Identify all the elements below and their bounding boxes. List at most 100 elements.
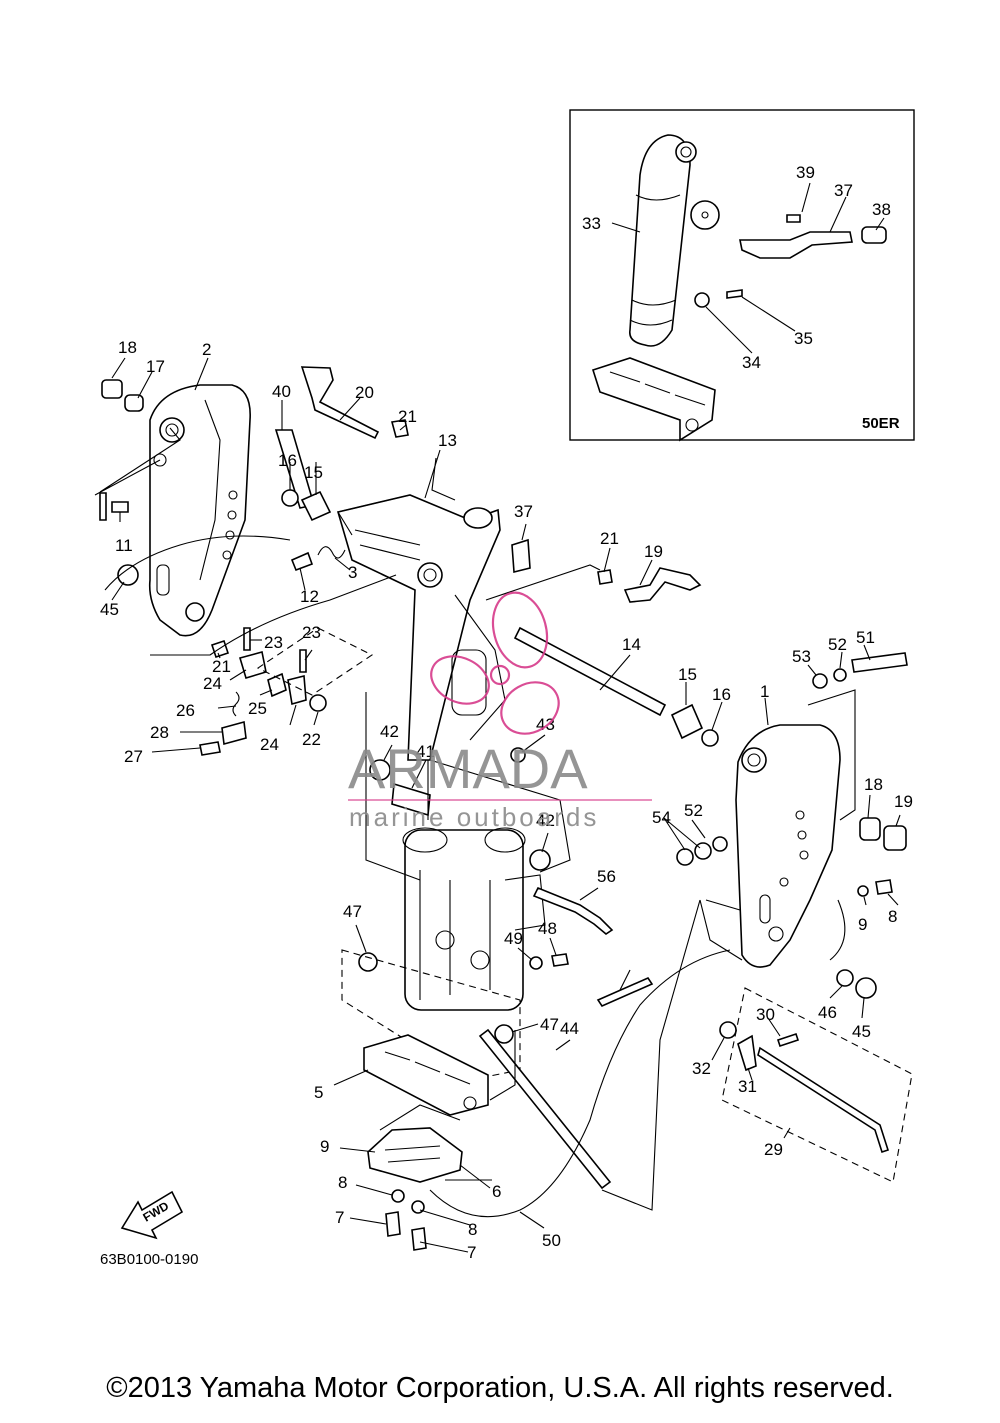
callout: 23 [302, 623, 321, 642]
inset-clamp-block [591, 357, 716, 442]
propeller-logo [430, 591, 560, 735]
inset-50er: 50ER [569, 109, 915, 442]
group-outline-left [256, 627, 374, 696]
callout: 18 [118, 338, 137, 357]
callout: 50 [542, 1231, 561, 1250]
callout: 49 [504, 929, 523, 948]
fitting-21-top [390, 419, 409, 438]
callout-numbers: 18 17 2 11 45 40 20 21 13 16 15 37 12 3 … [100, 163, 913, 1262]
lever-19 [623, 567, 702, 603]
callout: 14 [622, 635, 641, 654]
fitting-13 [290, 551, 314, 572]
nut-45-right [855, 977, 877, 999]
callout: 45 [100, 600, 119, 619]
callout: 21 [212, 657, 231, 676]
bolt-51 [851, 652, 908, 673]
callout: 24 [203, 674, 222, 693]
callout: 56 [597, 867, 616, 886]
callout: 33 [582, 214, 601, 233]
callout: 47 [540, 1015, 559, 1034]
clip-43 [510, 747, 526, 763]
callout: 18 [864, 775, 883, 794]
collar-42-bottom [529, 849, 551, 871]
callout: 8 [468, 1220, 477, 1239]
callout: 47 [343, 902, 362, 921]
nut-17-right [859, 817, 881, 841]
callout: 5 [314, 1083, 323, 1102]
callout: 9 [858, 915, 867, 934]
wire-left [99, 492, 107, 521]
armada-watermark: ARMADA marine outboards [348, 591, 652, 832]
callout: 8 [338, 1173, 347, 1192]
callout: 26 [176, 701, 195, 720]
callout-leaders [94, 357, 901, 1253]
callout: 41 [416, 742, 435, 761]
callout: 30 [756, 1005, 775, 1024]
collar-45-left [117, 564, 139, 586]
callout: 3 [348, 563, 357, 582]
pin-30 [776, 1032, 800, 1048]
washer-46 [836, 969, 854, 987]
screw-48 [551, 953, 569, 967]
washer-53 [812, 673, 828, 689]
callout: 40 [272, 382, 291, 401]
mount-6 [367, 1127, 463, 1183]
cap-38 [861, 226, 887, 244]
washer-49 [529, 956, 543, 970]
callout: 54 [652, 808, 671, 827]
callout: 42 [536, 811, 555, 830]
callout: 21 [600, 529, 619, 548]
bushing-15-right [670, 703, 704, 740]
nut-17-left [124, 394, 144, 412]
callout: 46 [818, 1003, 837, 1022]
fitting-22 [309, 694, 327, 712]
callout: 38 [872, 200, 891, 219]
collar-47-top [358, 952, 378, 972]
power-trim-tilt-unit [402, 827, 546, 1011]
callout: 23 [264, 633, 283, 652]
inset-tag: 50ER [862, 415, 900, 432]
callout: 51 [856, 628, 875, 647]
plate-24-b [287, 674, 307, 706]
nut-18-right [883, 825, 907, 851]
callout: 22 [302, 730, 321, 749]
watermark-tagline: marine outboards [349, 802, 599, 832]
callout: 21 [398, 407, 417, 426]
bolt-4 [111, 501, 129, 513]
callout: 37 [514, 502, 533, 521]
inset-frame [569, 109, 915, 441]
washer-16-left [281, 489, 299, 507]
callout: 35 [794, 329, 813, 348]
screw-35 [726, 289, 743, 299]
callout: 16 [712, 685, 731, 704]
thru-shaft-14 [513, 626, 667, 717]
callout: 12 [300, 587, 319, 606]
callout: 15 [678, 665, 697, 684]
collar-42-top [369, 759, 391, 781]
hose-55 [532, 886, 614, 935]
copyright-notice: ©2013 Yamaha Motor Corporation, U.S.A. A… [106, 1372, 894, 1404]
callout: 52 [828, 635, 847, 654]
callout: 34 [742, 353, 761, 372]
callout: 24 [260, 735, 279, 754]
bushing-15-left [300, 490, 332, 522]
wire-50 [429, 949, 731, 1218]
washer-8-a [391, 1189, 405, 1203]
rod-29 [757, 1046, 890, 1154]
bracket-28 [221, 720, 247, 746]
nut-18-left [101, 379, 123, 399]
clamp-bracket-right [735, 724, 841, 968]
spring-26 [232, 691, 240, 717]
callout: 45 [852, 1022, 871, 1041]
callout: 19 [894, 792, 913, 811]
plate-36 [511, 538, 531, 574]
callout: 29 [764, 1140, 783, 1159]
callout: 6 [492, 1182, 501, 1201]
pin-23-b [299, 649, 307, 673]
callout: 20 [355, 383, 374, 402]
callout: 44 [560, 1019, 579, 1038]
screw-39 [786, 214, 801, 223]
tie-56 [596, 976, 654, 1008]
tilt-cylinder [628, 134, 720, 347]
